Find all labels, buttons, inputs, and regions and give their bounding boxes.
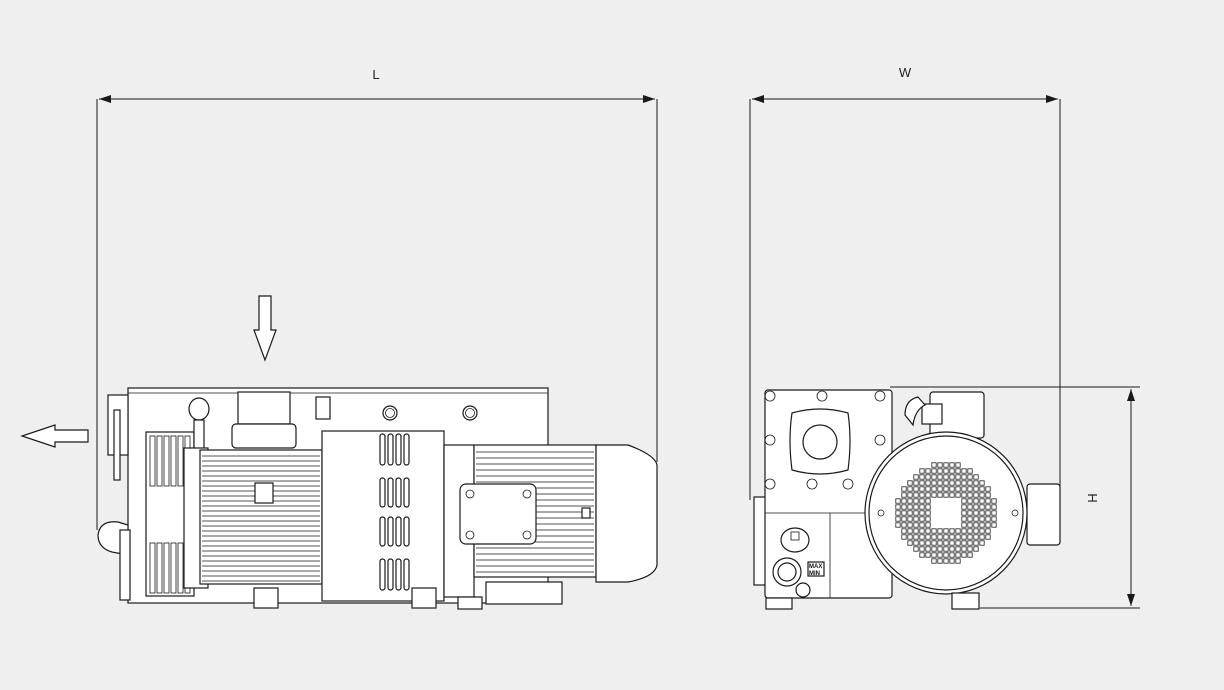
length-dimension: L [96,67,658,530]
length-label: L [372,67,379,82]
width-dimension: W [749,65,1061,540]
width-label: W [899,65,912,80]
oil-max-label: MAX [809,564,822,570]
down-arrow-icon [253,295,277,362]
pump-front-view: MAX MIN [753,389,1061,610]
oil-min-label: MIN [809,571,820,577]
height-label: H [1085,493,1100,502]
height-dimension: H [890,386,1140,609]
left-arrow-icon [20,424,89,448]
pump-side-view [97,387,658,610]
